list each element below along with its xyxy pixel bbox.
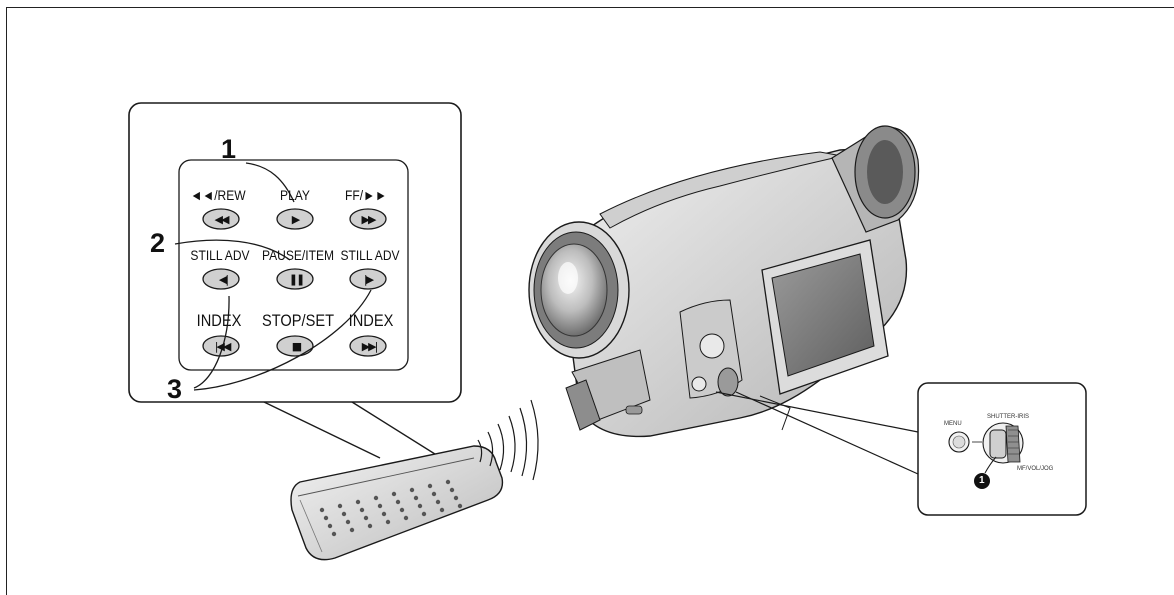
remote-unit-key	[446, 480, 450, 484]
rewind-icon: ◀◀	[206, 210, 236, 228]
remote-unit-key	[364, 516, 368, 520]
remote-unit-key	[458, 504, 462, 508]
remote-control-unit	[291, 446, 502, 560]
play-icon: ▶	[280, 210, 310, 228]
inset-label-shutter-iris: SHUTTER-IRIS	[987, 414, 1029, 420]
remote-unit-key	[410, 488, 414, 492]
step-number-2: 2	[150, 230, 165, 257]
remote-unit-key	[432, 492, 436, 496]
remote-unit-key	[332, 532, 336, 536]
remote-unit-key	[450, 488, 454, 492]
remote-unit-key	[414, 496, 418, 500]
fast-forward-icon: ▶▶	[353, 210, 383, 228]
step-number-1: 1	[221, 136, 236, 163]
remote-unit-key	[320, 508, 324, 512]
remote-unit-key	[374, 496, 378, 500]
button-label-index-forward: INDEX	[324, 312, 419, 329]
inset-marker-number: 1	[979, 476, 985, 486]
remote-unit-key	[400, 508, 404, 512]
remote-unit-key	[328, 524, 332, 528]
camcorder-illustration	[529, 126, 919, 436]
remote-unit-key	[368, 524, 372, 528]
still-advance-forward-icon: |▶	[353, 270, 383, 288]
remote-unit-key	[356, 500, 360, 504]
remote-unit-key	[386, 520, 390, 524]
remote-unit-key	[396, 500, 400, 504]
index-forward-icon: ▶▶|	[354, 337, 384, 355]
stop-icon: ■	[281, 337, 311, 355]
remote-unit-key	[338, 504, 342, 508]
remote-unit-key	[418, 504, 422, 508]
remote-unit-key	[342, 512, 346, 516]
remote-unit-key	[422, 512, 426, 516]
index-back-icon: |◀◀	[207, 337, 237, 355]
remote-unit-key	[346, 520, 350, 524]
remote-unit-key	[428, 484, 432, 488]
pause-icon: ❚❚	[281, 270, 311, 288]
still-advance-reverse-icon: ◀|	[208, 270, 238, 288]
remote-unit-key	[324, 516, 328, 520]
inset-label-mf-vol-jog: MF/VOL/JOG	[1017, 466, 1053, 472]
remote-unit-key	[360, 508, 364, 512]
remote-unit-key	[392, 492, 396, 496]
remote-unit-key	[404, 516, 408, 520]
inset-label-menu: MENU	[944, 421, 962, 427]
remote-unit-key	[454, 496, 458, 500]
remote-unit-key	[440, 508, 444, 512]
remote-unit-key	[378, 504, 382, 508]
button-label-still-adv-forward: STILL ADV	[323, 248, 418, 262]
button-label-fast-forward: FF/►►	[319, 188, 414, 202]
remote-unit-key	[350, 528, 354, 532]
step-number-3: 3	[167, 376, 182, 403]
remote-unit-key	[382, 512, 386, 516]
remote-unit-key	[436, 500, 440, 504]
